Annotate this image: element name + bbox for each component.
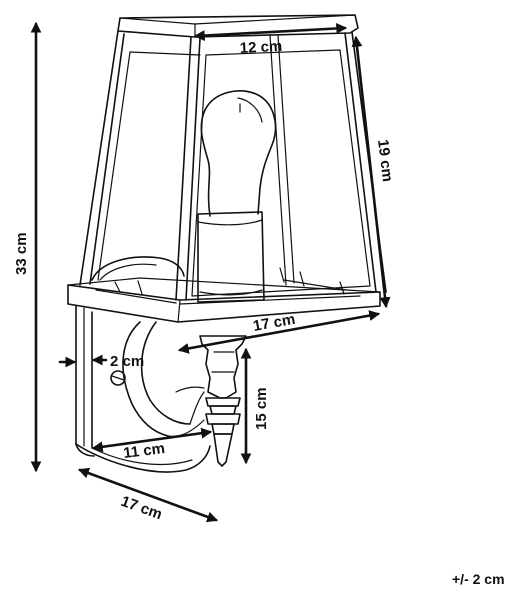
dimension-labels: 12 cm 19 cm 33 cm 17 cm 2 cm 15 cm 11 cm… <box>13 38 505 587</box>
lantern-drawing <box>67 14 387 473</box>
bulb-socket <box>197 211 265 303</box>
finial <box>199 335 247 467</box>
lantern-frame-posts <box>79 30 387 301</box>
label-glass-height: 19 cm <box>374 138 396 182</box>
dim-line-glass-height <box>351 35 391 309</box>
wall-bracket-top <box>91 256 185 281</box>
bracket-arm <box>122 321 205 437</box>
label-finial-height: 15 cm <box>253 387 270 430</box>
dimension-lines <box>30 21 391 523</box>
label-total-height: 33 cm <box>13 232 30 275</box>
lantern-base <box>67 267 381 323</box>
dim-line-base-width <box>177 310 381 354</box>
mounting-screw <box>110 370 126 386</box>
label-tolerance: +/- 2 cm <box>452 571 505 587</box>
label-arm-length: 11 cm <box>122 440 165 462</box>
label-bracket-depth: 2 cm <box>110 353 144 370</box>
dim-line-arm-length <box>91 427 213 453</box>
bulb <box>200 90 277 217</box>
label-top-width: 12 cm <box>239 38 282 57</box>
dim-line-bottom-depth <box>77 467 219 523</box>
dim-line-top-width <box>193 23 348 41</box>
